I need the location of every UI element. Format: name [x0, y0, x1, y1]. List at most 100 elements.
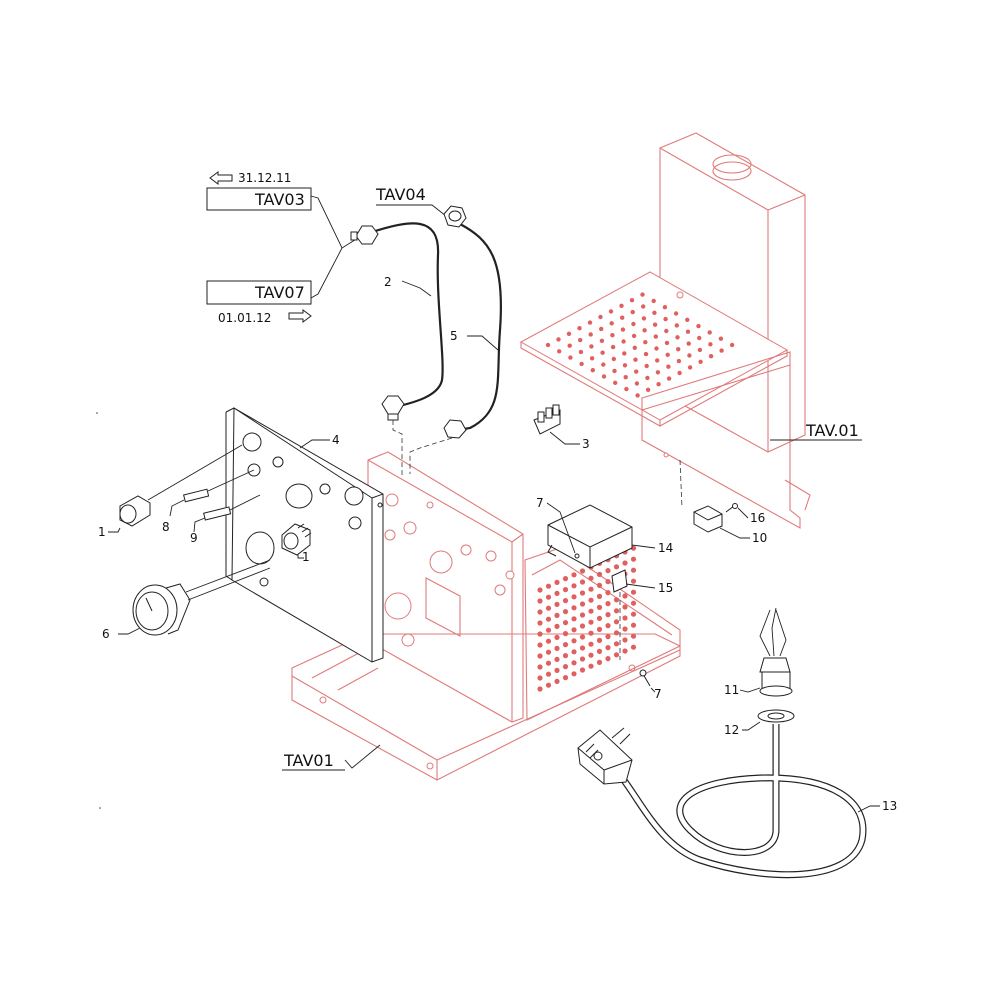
perforation-hole — [675, 335, 680, 340]
perforation-hole — [579, 645, 586, 651]
fuse-holders: 8 9 — [162, 469, 261, 545]
perforation-hole — [579, 634, 586, 640]
perforation-hole — [655, 358, 660, 363]
callout-7-top: 7 — [536, 496, 544, 510]
perforation-hole — [645, 387, 651, 392]
callout-8: 8 — [162, 520, 170, 534]
perforation-hole — [611, 356, 616, 362]
perforation-hole — [687, 365, 693, 370]
perforation-hole — [686, 341, 691, 346]
perforation-hole — [545, 638, 552, 644]
perforation-hole — [557, 349, 562, 354]
perforation-hole — [579, 590, 586, 596]
perforation-hole — [630, 589, 637, 595]
perforation-hole — [579, 656, 586, 662]
perforation-hole — [596, 659, 603, 666]
perforation-hole — [562, 642, 569, 648]
perforation-hole — [613, 564, 620, 570]
perforation-hole — [579, 568, 586, 574]
tav01-reference: TAV01 — [282, 744, 381, 771]
perforation-hole — [571, 660, 577, 666]
perforation-hole — [545, 594, 552, 600]
perforation-hole — [610, 344, 616, 350]
perforation-hole — [596, 648, 603, 655]
perforation-hole — [622, 648, 628, 654]
perforation-hole — [554, 645, 560, 652]
perforation-hole — [676, 347, 681, 352]
perforation-hole — [545, 342, 551, 348]
perforation-hole — [613, 641, 620, 647]
perforation-hole — [685, 317, 690, 322]
perforation-hole — [598, 314, 603, 320]
perforation-hole — [562, 587, 569, 593]
perforation-hole — [588, 332, 593, 337]
perforation-hole — [609, 321, 614, 326]
callout-10: 10 — [752, 531, 767, 545]
perforation-hole — [579, 579, 586, 585]
perforation-hole — [590, 368, 595, 373]
perforation-hole — [719, 348, 724, 353]
perforation-hole — [567, 343, 572, 348]
perforation-hole — [608, 309, 614, 314]
callout-5: 5 — [450, 329, 458, 343]
perforation-hole — [630, 611, 637, 617]
perforation-hole — [588, 597, 594, 603]
perforation-hole — [605, 612, 611, 618]
perforation-hole — [537, 664, 543, 670]
perforation-hole — [622, 604, 628, 610]
perforation-hole — [605, 568, 611, 574]
perforation-hole — [554, 590, 560, 597]
perforation-hole — [579, 612, 586, 618]
bracket: 15 — [611, 569, 673, 660]
perforation-hole — [664, 328, 669, 334]
perforation-hole — [729, 342, 735, 348]
perforation-hole — [697, 347, 703, 353]
perforation-hole — [605, 634, 611, 640]
perforation-hole — [665, 352, 670, 357]
perforation-hole — [562, 664, 569, 670]
perforation-hole — [596, 615, 603, 622]
perforation-hole — [571, 671, 577, 677]
perforation-hole — [696, 323, 701, 329]
tav-01-reference: TAV.01 — [770, 421, 862, 441]
callout-15: 15 — [658, 581, 673, 595]
perforation-hole — [579, 623, 586, 629]
callout-11: 11 — [724, 683, 739, 697]
perforation-hole — [622, 560, 628, 566]
perforation-hole — [566, 331, 572, 336]
pressure-gauge: 6 — [102, 559, 271, 641]
perforation-hole — [601, 374, 607, 379]
perforation-hole — [554, 623, 560, 630]
callout-2: 2 — [384, 275, 392, 289]
cable-5-connector-top — [443, 205, 467, 228]
perforation-hole — [666, 376, 672, 381]
perforation-hole — [634, 381, 640, 386]
perforation-hole — [554, 656, 560, 663]
stray-dot — [96, 412, 98, 414]
perforation-hole — [579, 667, 586, 673]
perforation-hole — [655, 370, 661, 375]
perforation-hole — [630, 633, 637, 639]
floor-perforation — [537, 545, 637, 692]
perforation-hole — [629, 298, 635, 303]
perforation-hole — [600, 350, 605, 355]
perforation-hole — [622, 637, 628, 643]
perforation-hole — [537, 642, 543, 648]
perforation-hole — [545, 583, 552, 589]
date-after-label: 01.01.12 — [218, 311, 271, 325]
indicator-lamp: 1 — [98, 444, 243, 539]
perforation-hole — [537, 620, 543, 626]
perforation-hole — [644, 363, 649, 369]
perforation-hole — [630, 578, 637, 584]
perforation-hole — [673, 311, 679, 316]
callout-16: 16 — [750, 511, 765, 525]
perforation-hole — [554, 634, 560, 641]
callout-1-left: 1 — [98, 525, 106, 539]
perforation-hole — [613, 630, 620, 636]
cable-assembly: TAV04 2 5 — [350, 185, 502, 478]
perforation-hole — [579, 601, 586, 607]
mains-plug — [577, 727, 633, 785]
perforation-hole — [613, 652, 620, 658]
